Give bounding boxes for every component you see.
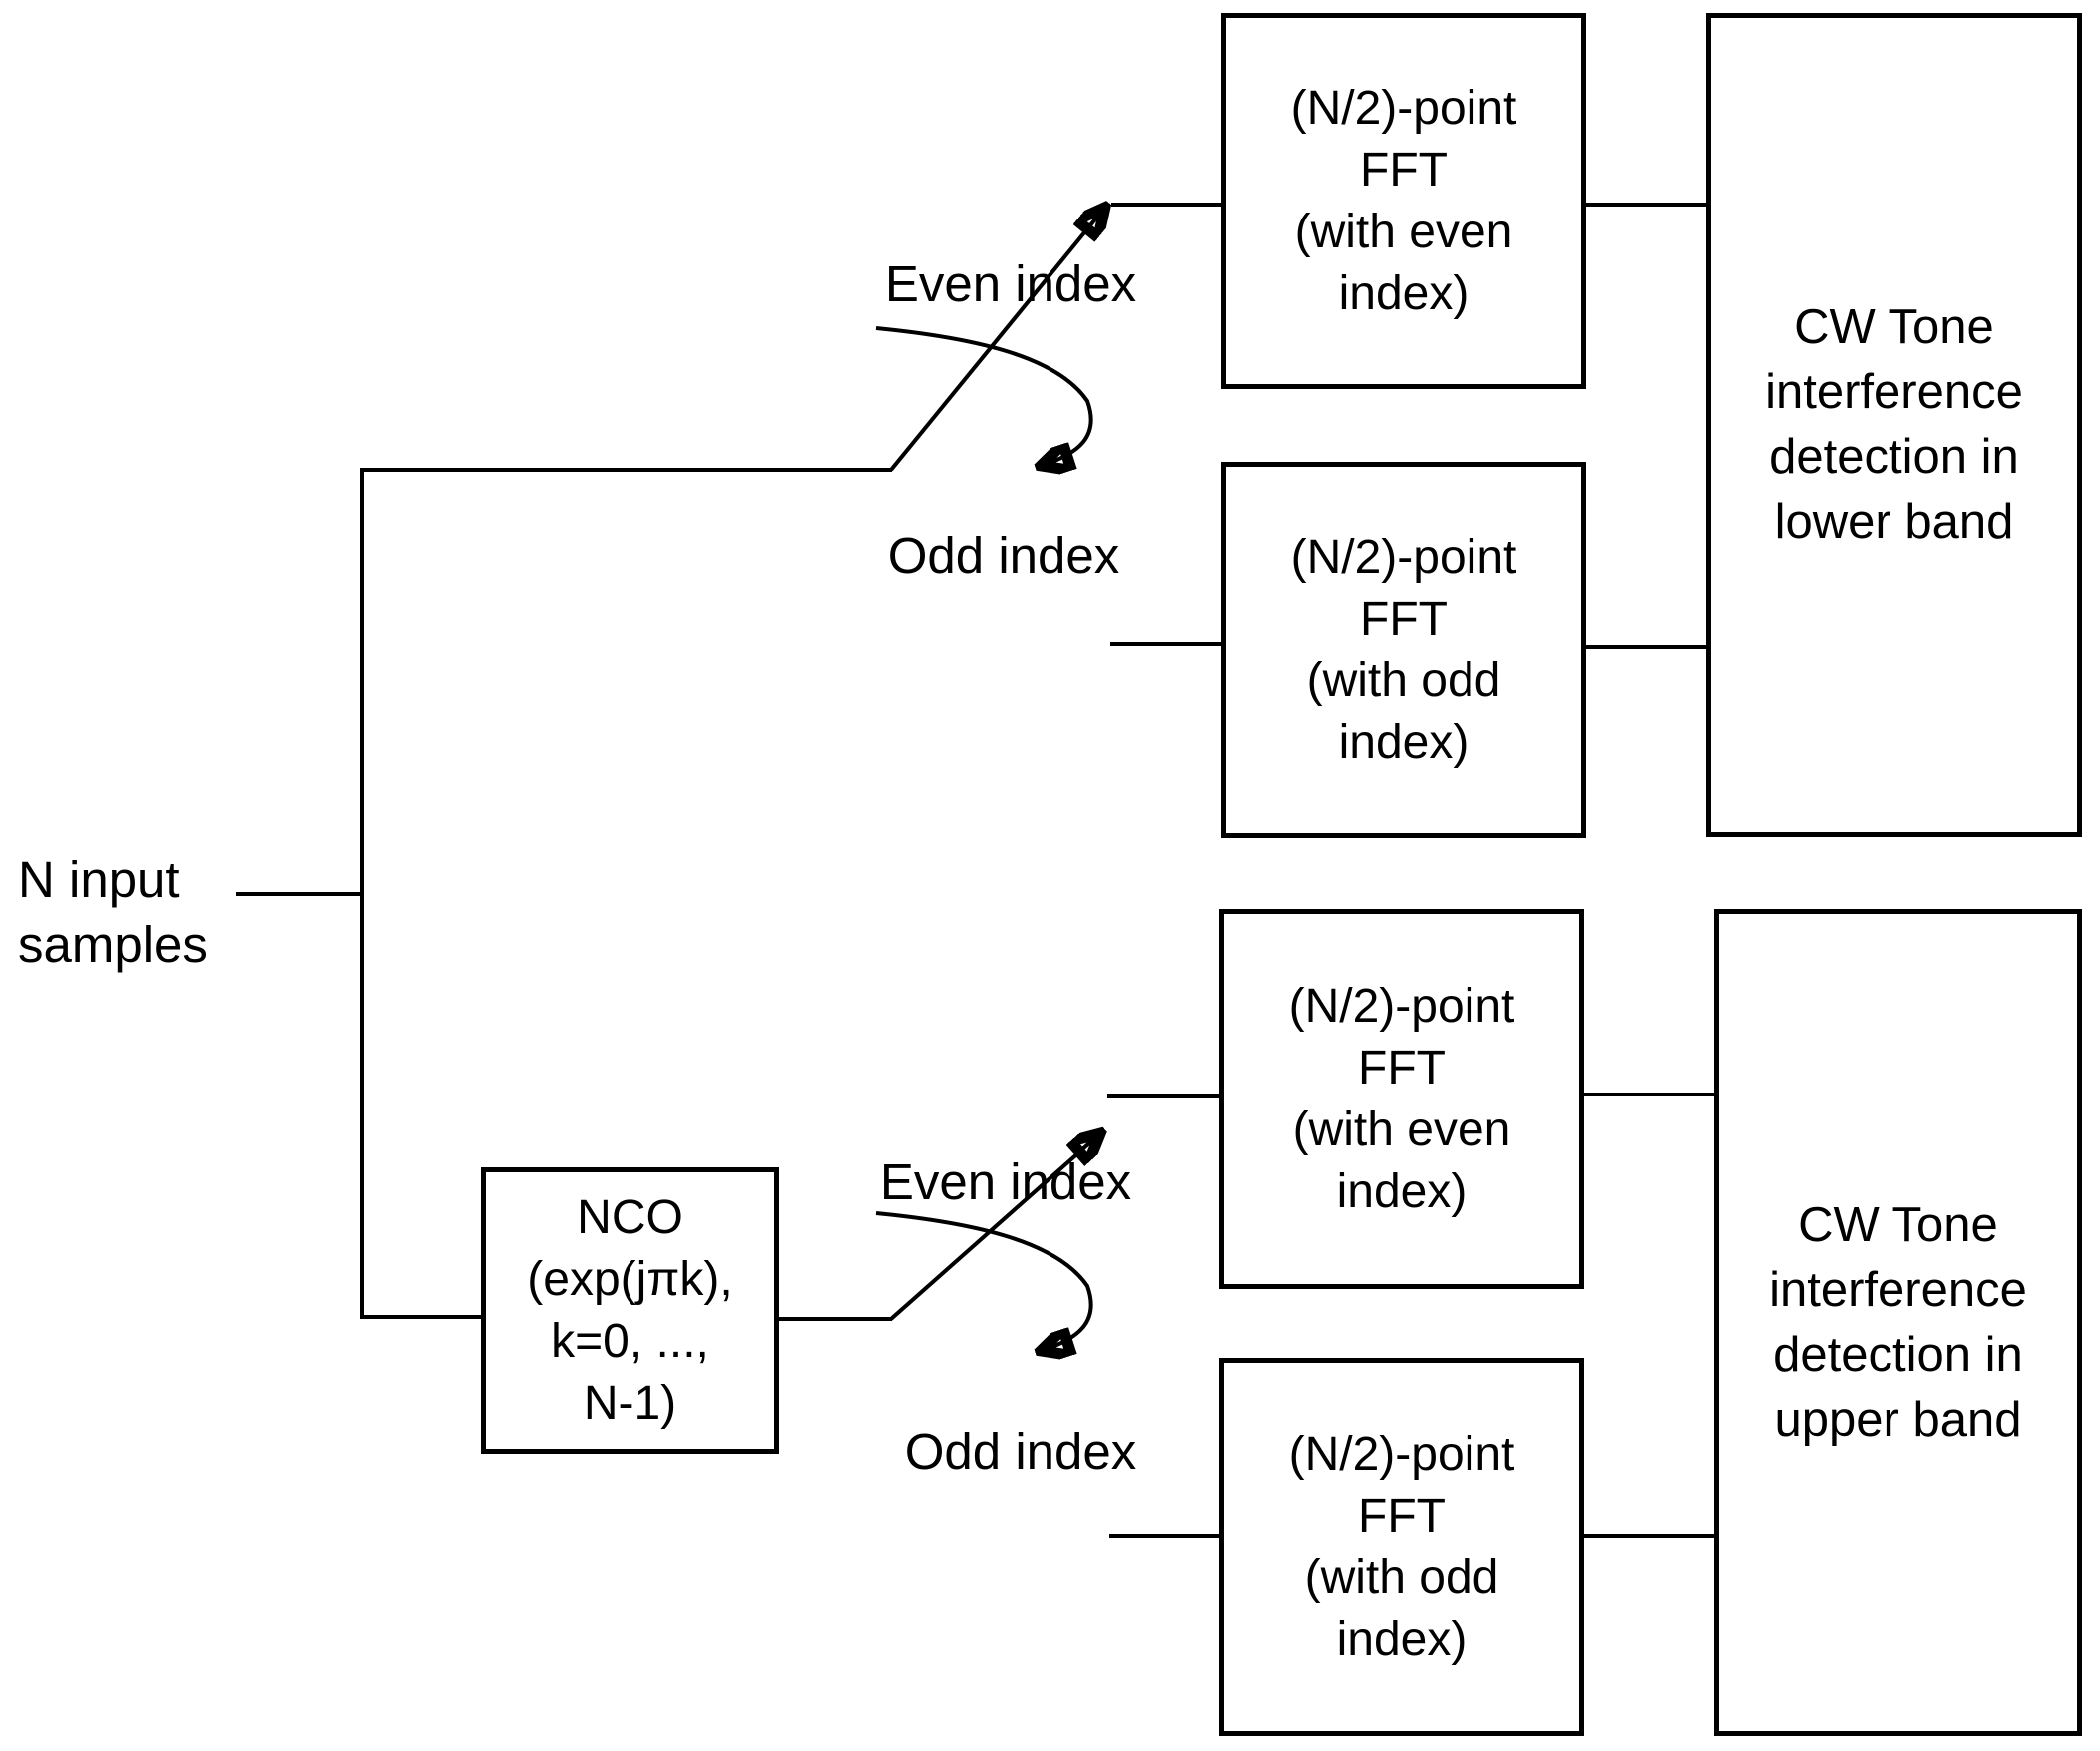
even-index-label-top: Even index (884, 255, 1137, 312)
nco-box: NCO (exp(jπk), k=0, ..., N-1) (481, 1167, 779, 1454)
bottom-switch-toggle-arc-arrow (875, 1211, 1093, 1350)
input-samples-label: N input samples (18, 851, 208, 973)
fft-odd-bottom-box: (N/2)-point FFT (with odd index) (1219, 1358, 1584, 1736)
cw-lower-band-detector-box: CW Tone interference detection in lower … (1706, 13, 2082, 837)
fft-odd-top-box: (N/2)-point FFT (with odd index) (1221, 462, 1586, 838)
odd-index-label-bottom: Odd index (904, 1423, 1137, 1480)
fft-even-bottom-box: (N/2)-point FFT (with even index) (1219, 909, 1584, 1289)
top-switch-arm-arrow (889, 210, 1103, 472)
even-index-label-bottom: Even index (879, 1153, 1132, 1210)
odd-index-label-top: Odd index (887, 527, 1120, 584)
bottom-switch-arm-arrow (889, 1135, 1098, 1321)
fft-even-top-box: (N/2)-point FFT (with even index) (1221, 13, 1586, 389)
top-switch-toggle-arc-arrow (875, 326, 1093, 465)
cw-upper-band-detector-box: CW Tone interference detection in upper … (1714, 909, 2082, 1736)
